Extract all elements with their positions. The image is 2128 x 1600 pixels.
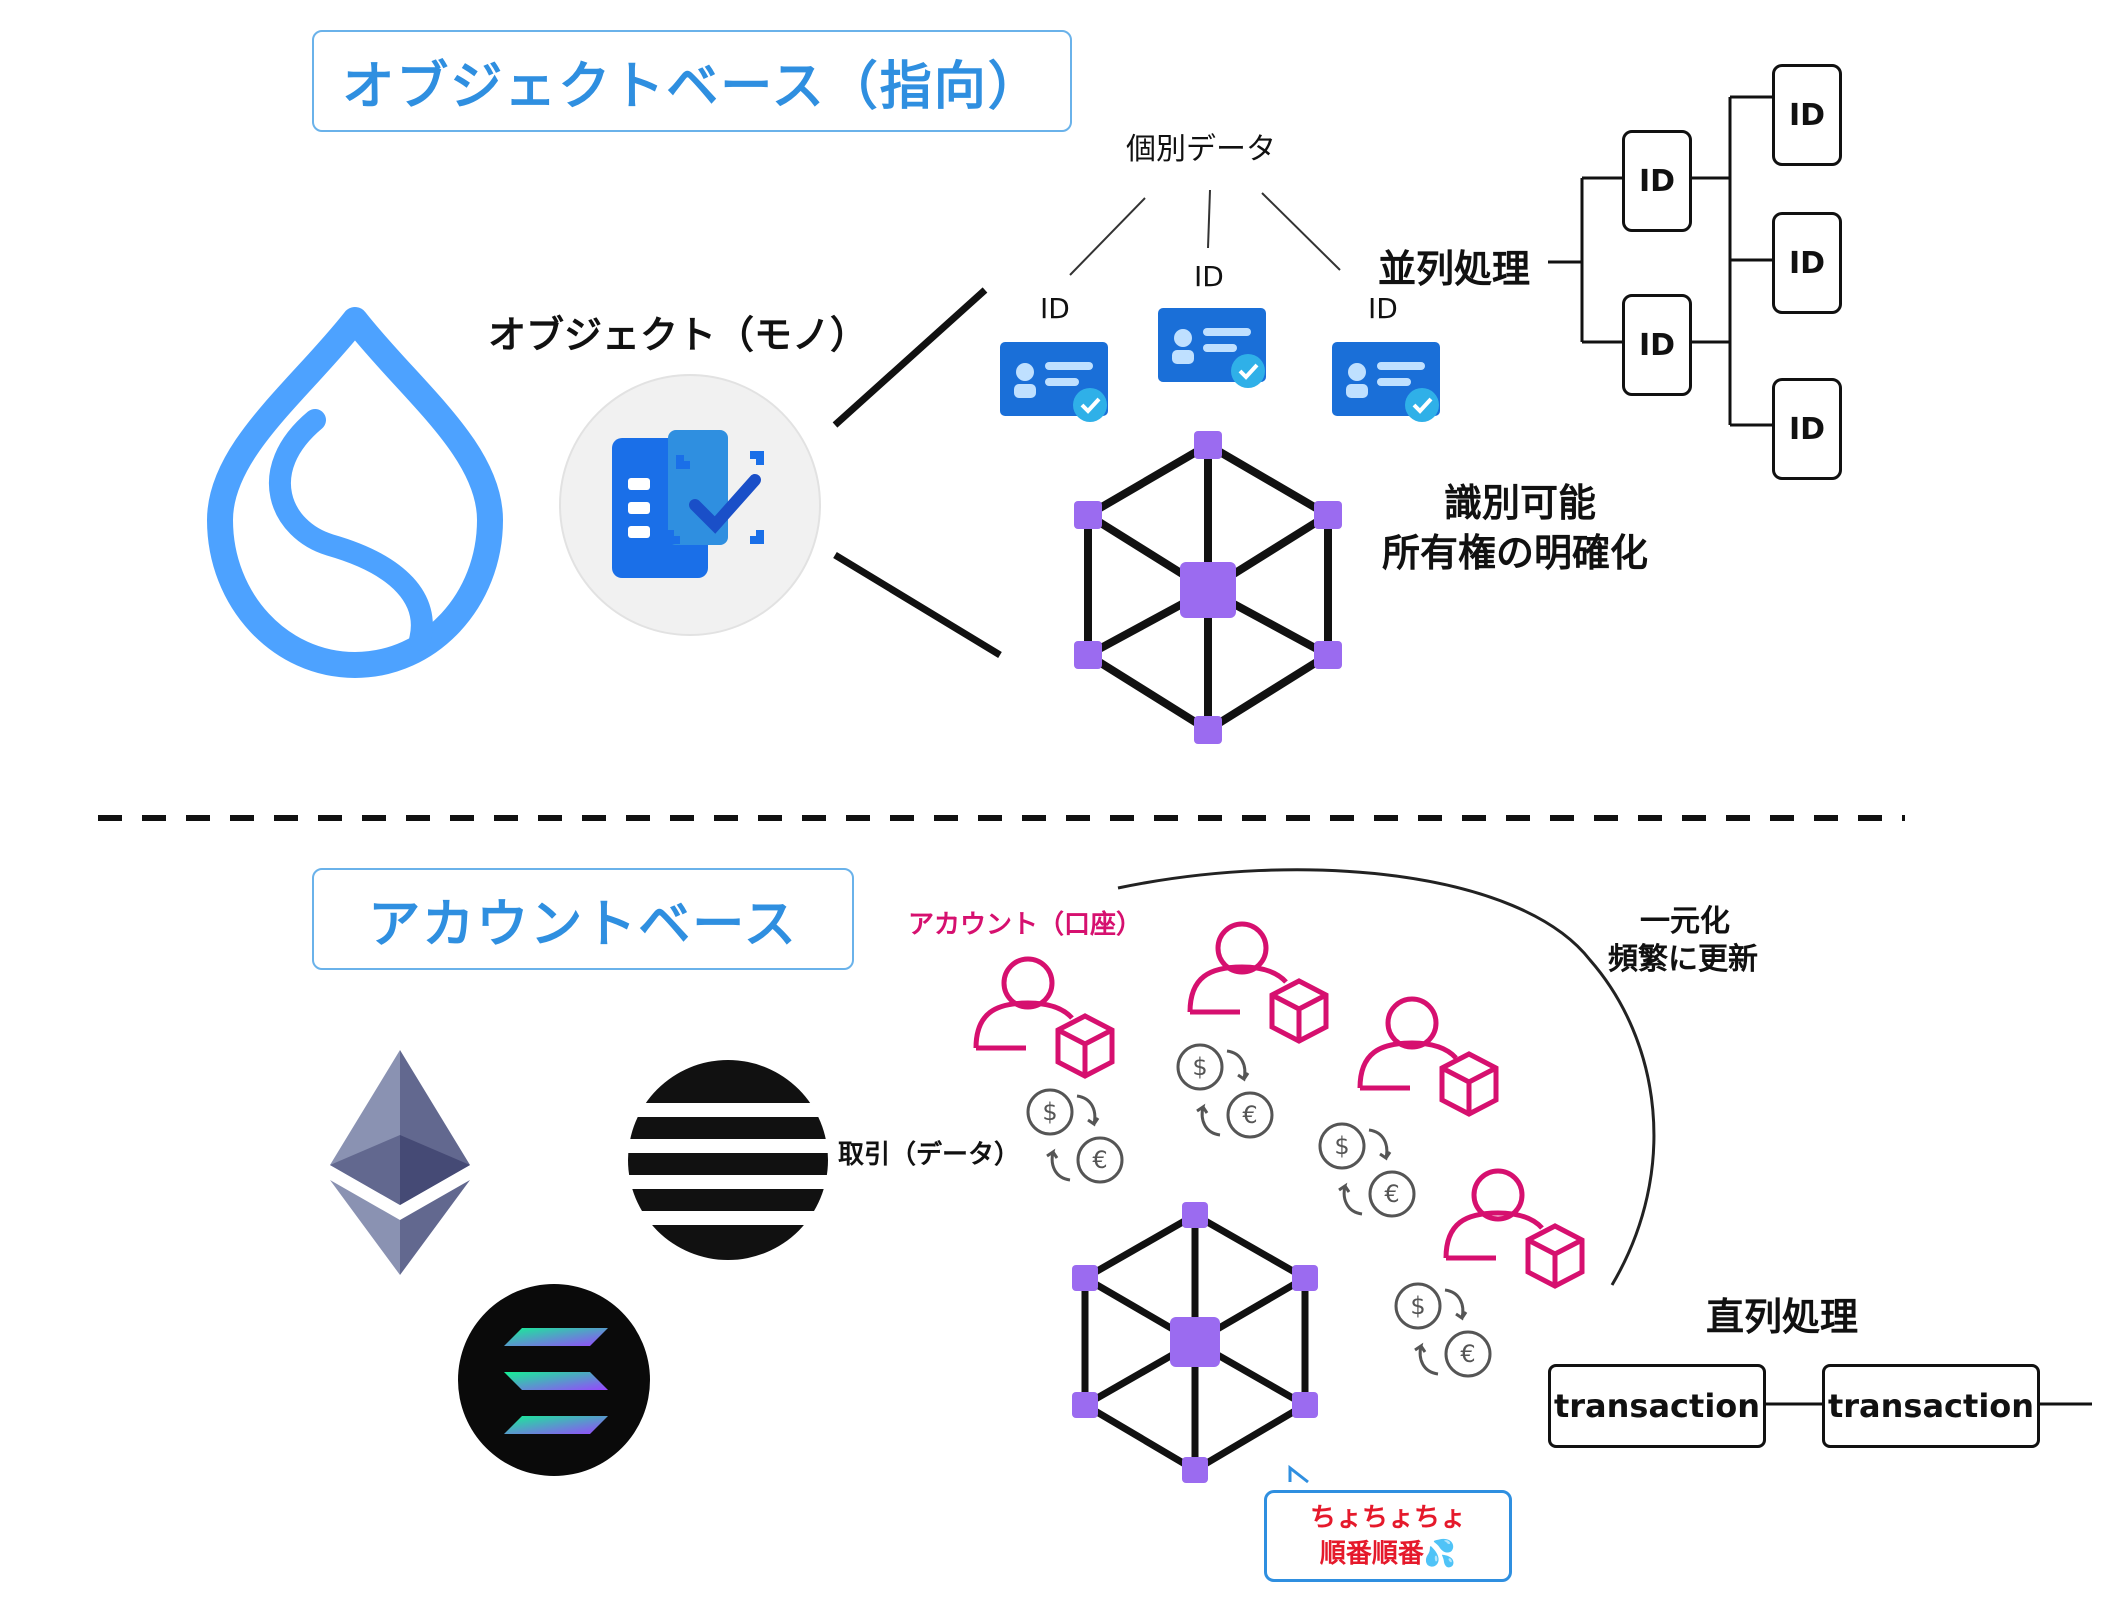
svg-text:€: € [1092, 1146, 1107, 1174]
aptos-logo [628, 1060, 828, 1260]
identifiable-label: 識別可能 [1444, 481, 1597, 525]
tree-id-3: ID [1772, 64, 1842, 166]
transaction-box-2: transaction [1822, 1364, 2040, 1448]
svg-text:$: $ [1410, 1292, 1425, 1320]
exchange-icons [1026, 1043, 1492, 1378]
svg-text:€: € [1460, 1340, 1475, 1368]
account-label: アカウント（口座） [908, 910, 1143, 940]
id-card-1 [1000, 342, 1108, 422]
account-icons [973, 921, 1585, 1289]
svg-text:$: $ [1334, 1132, 1349, 1160]
transaction-data-label: 取引（データ） [838, 1140, 1021, 1170]
object-icon [559, 374, 821, 636]
unify-arc [1117, 868, 1656, 1286]
id-label-1: ID [1040, 292, 1070, 325]
speech-bubble: ちょちょちょ 順番順番💦 [1264, 1490, 1512, 1582]
id-label-3: ID [1368, 292, 1398, 325]
svg-text:$: $ [1042, 1098, 1057, 1126]
parallel-label: 並列処理 [1378, 247, 1531, 291]
unify-label-1: 一元化 [1640, 904, 1730, 939]
serial-label: 直列処理 [1706, 1295, 1859, 1339]
bubble-line-1: ちょちょちょ [1309, 1503, 1466, 1533]
ethereum-logo [330, 1050, 470, 1275]
tree-id-5: ID [1772, 378, 1842, 480]
svg-text:€: € [1384, 1180, 1399, 1208]
svg-text:€: € [1242, 1101, 1257, 1129]
sui-logo [207, 307, 503, 678]
parallel-tree-lines [1548, 95, 1772, 427]
tree-id-2: ID [1622, 294, 1692, 396]
individual-data-label: 個別データ [1126, 132, 1276, 167]
id-card-2 [1158, 308, 1266, 388]
object-based-title: オブジェクトベース（指向） [312, 30, 1072, 132]
tree-id-1: ID [1622, 130, 1692, 232]
ownership-label: 所有権の明確化 [1382, 531, 1649, 575]
id-card-3 [1332, 342, 1440, 422]
solana-logo [458, 1284, 650, 1476]
object-label: オブジェクト（モノ） [488, 313, 869, 357]
tree-id-4: ID [1772, 212, 1842, 314]
unify-label-2: 頻繁に更新 [1608, 942, 1758, 977]
account-based-title: アカウントベース [312, 868, 854, 970]
bubble-line-2: 順番順番💦 [1319, 1539, 1457, 1569]
transaction-box-1: transaction [1548, 1364, 1766, 1448]
svg-text:$: $ [1192, 1053, 1207, 1081]
id-label-2: ID [1194, 260, 1224, 293]
